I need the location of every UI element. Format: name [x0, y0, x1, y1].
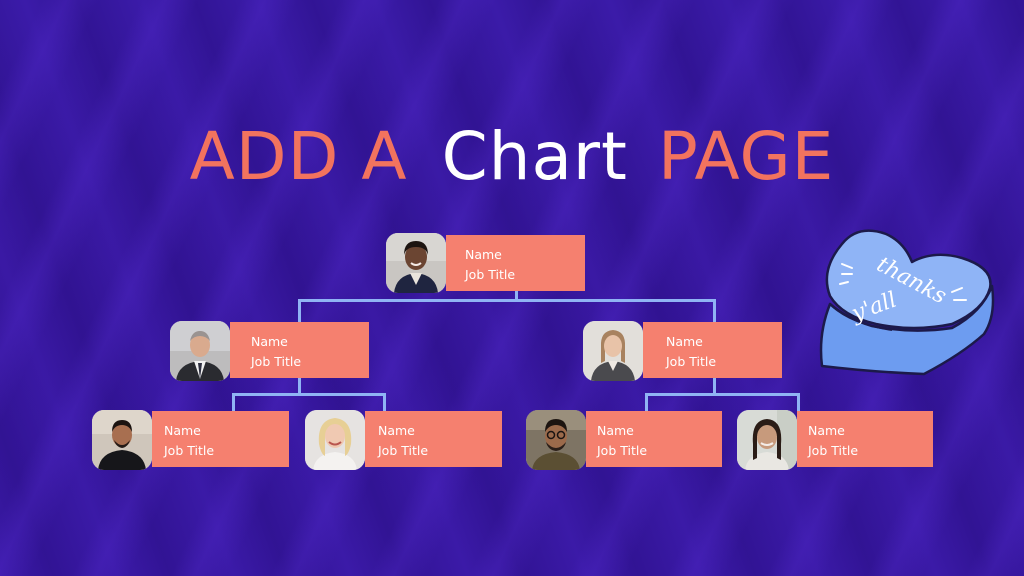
org-node-leaf-1[interactable]: Name Job Title [92, 410, 292, 470]
node-text: Name Job Title [597, 411, 707, 467]
avatar [386, 233, 446, 293]
node-card [586, 411, 722, 467]
avatar [526, 410, 586, 470]
node-text: Name Job Title [378, 411, 488, 467]
connector-level2-left-bar [232, 393, 386, 396]
node-card [230, 322, 369, 378]
avatar [305, 410, 365, 470]
connector-to-leaf-2 [383, 393, 386, 412]
connector-root-down [515, 290, 518, 301]
org-node-mid-left[interactable]: Name Job Title [170, 321, 370, 381]
connector-to-leaf-4 [797, 393, 800, 412]
connector-to-leaf-3 [645, 393, 648, 412]
node-text: Name Job Title [164, 411, 274, 467]
org-node-mid-right[interactable]: Name Job Title [583, 321, 783, 381]
node-name: Name [597, 423, 634, 438]
node-card [643, 322, 782, 378]
node-text: Name Job Title [465, 235, 575, 291]
node-job-title: Job Title [666, 354, 717, 369]
connector-mid-left-down [298, 378, 301, 395]
title-part-chart: Chart [441, 118, 628, 195]
org-node-leaf-3[interactable]: Name Job Title [526, 410, 726, 470]
connector-level1-bar [298, 299, 716, 302]
connector-to-mid-right [713, 299, 716, 323]
connector-mid-right-down [713, 378, 716, 395]
node-card [152, 411, 289, 467]
node-card [797, 411, 933, 467]
org-node-root[interactable]: Name Job Title [386, 233, 586, 293]
node-card [365, 411, 502, 467]
node-job-title: Job Title [465, 267, 516, 282]
node-name: Name [164, 423, 201, 438]
connector-level2-right-bar [645, 393, 800, 396]
node-job-title: Job Title [251, 354, 302, 369]
avatar [92, 410, 152, 470]
node-text: Name Job Title [808, 411, 918, 467]
node-job-title: Job Title [378, 443, 429, 458]
node-name: Name [808, 423, 845, 438]
node-job-title: Job Title [164, 443, 215, 458]
node-text: Name Job Title [251, 322, 361, 378]
node-text: Name Job Title [666, 322, 776, 378]
node-job-title: Job Title [597, 443, 648, 458]
node-name: Name [666, 334, 703, 349]
node-name: Name [465, 247, 502, 262]
connector-to-mid-left [298, 299, 301, 323]
node-name: Name [378, 423, 415, 438]
page-title: ADD A Chart PAGE [0, 118, 1024, 195]
avatar [170, 321, 230, 381]
node-name: Name [251, 334, 288, 349]
title-part-add-a: ADD A [189, 118, 408, 195]
node-card [446, 235, 585, 291]
avatar [737, 410, 797, 470]
thanks-yall-sticker: thanks y'all [812, 224, 1002, 384]
org-node-leaf-4[interactable]: Name Job Title [737, 410, 937, 470]
title-part-page: PAGE [657, 118, 835, 195]
org-node-leaf-2[interactable]: Name Job Title [305, 410, 505, 470]
connector-to-leaf-1 [232, 393, 235, 412]
node-job-title: Job Title [808, 443, 859, 458]
avatar [583, 321, 643, 381]
